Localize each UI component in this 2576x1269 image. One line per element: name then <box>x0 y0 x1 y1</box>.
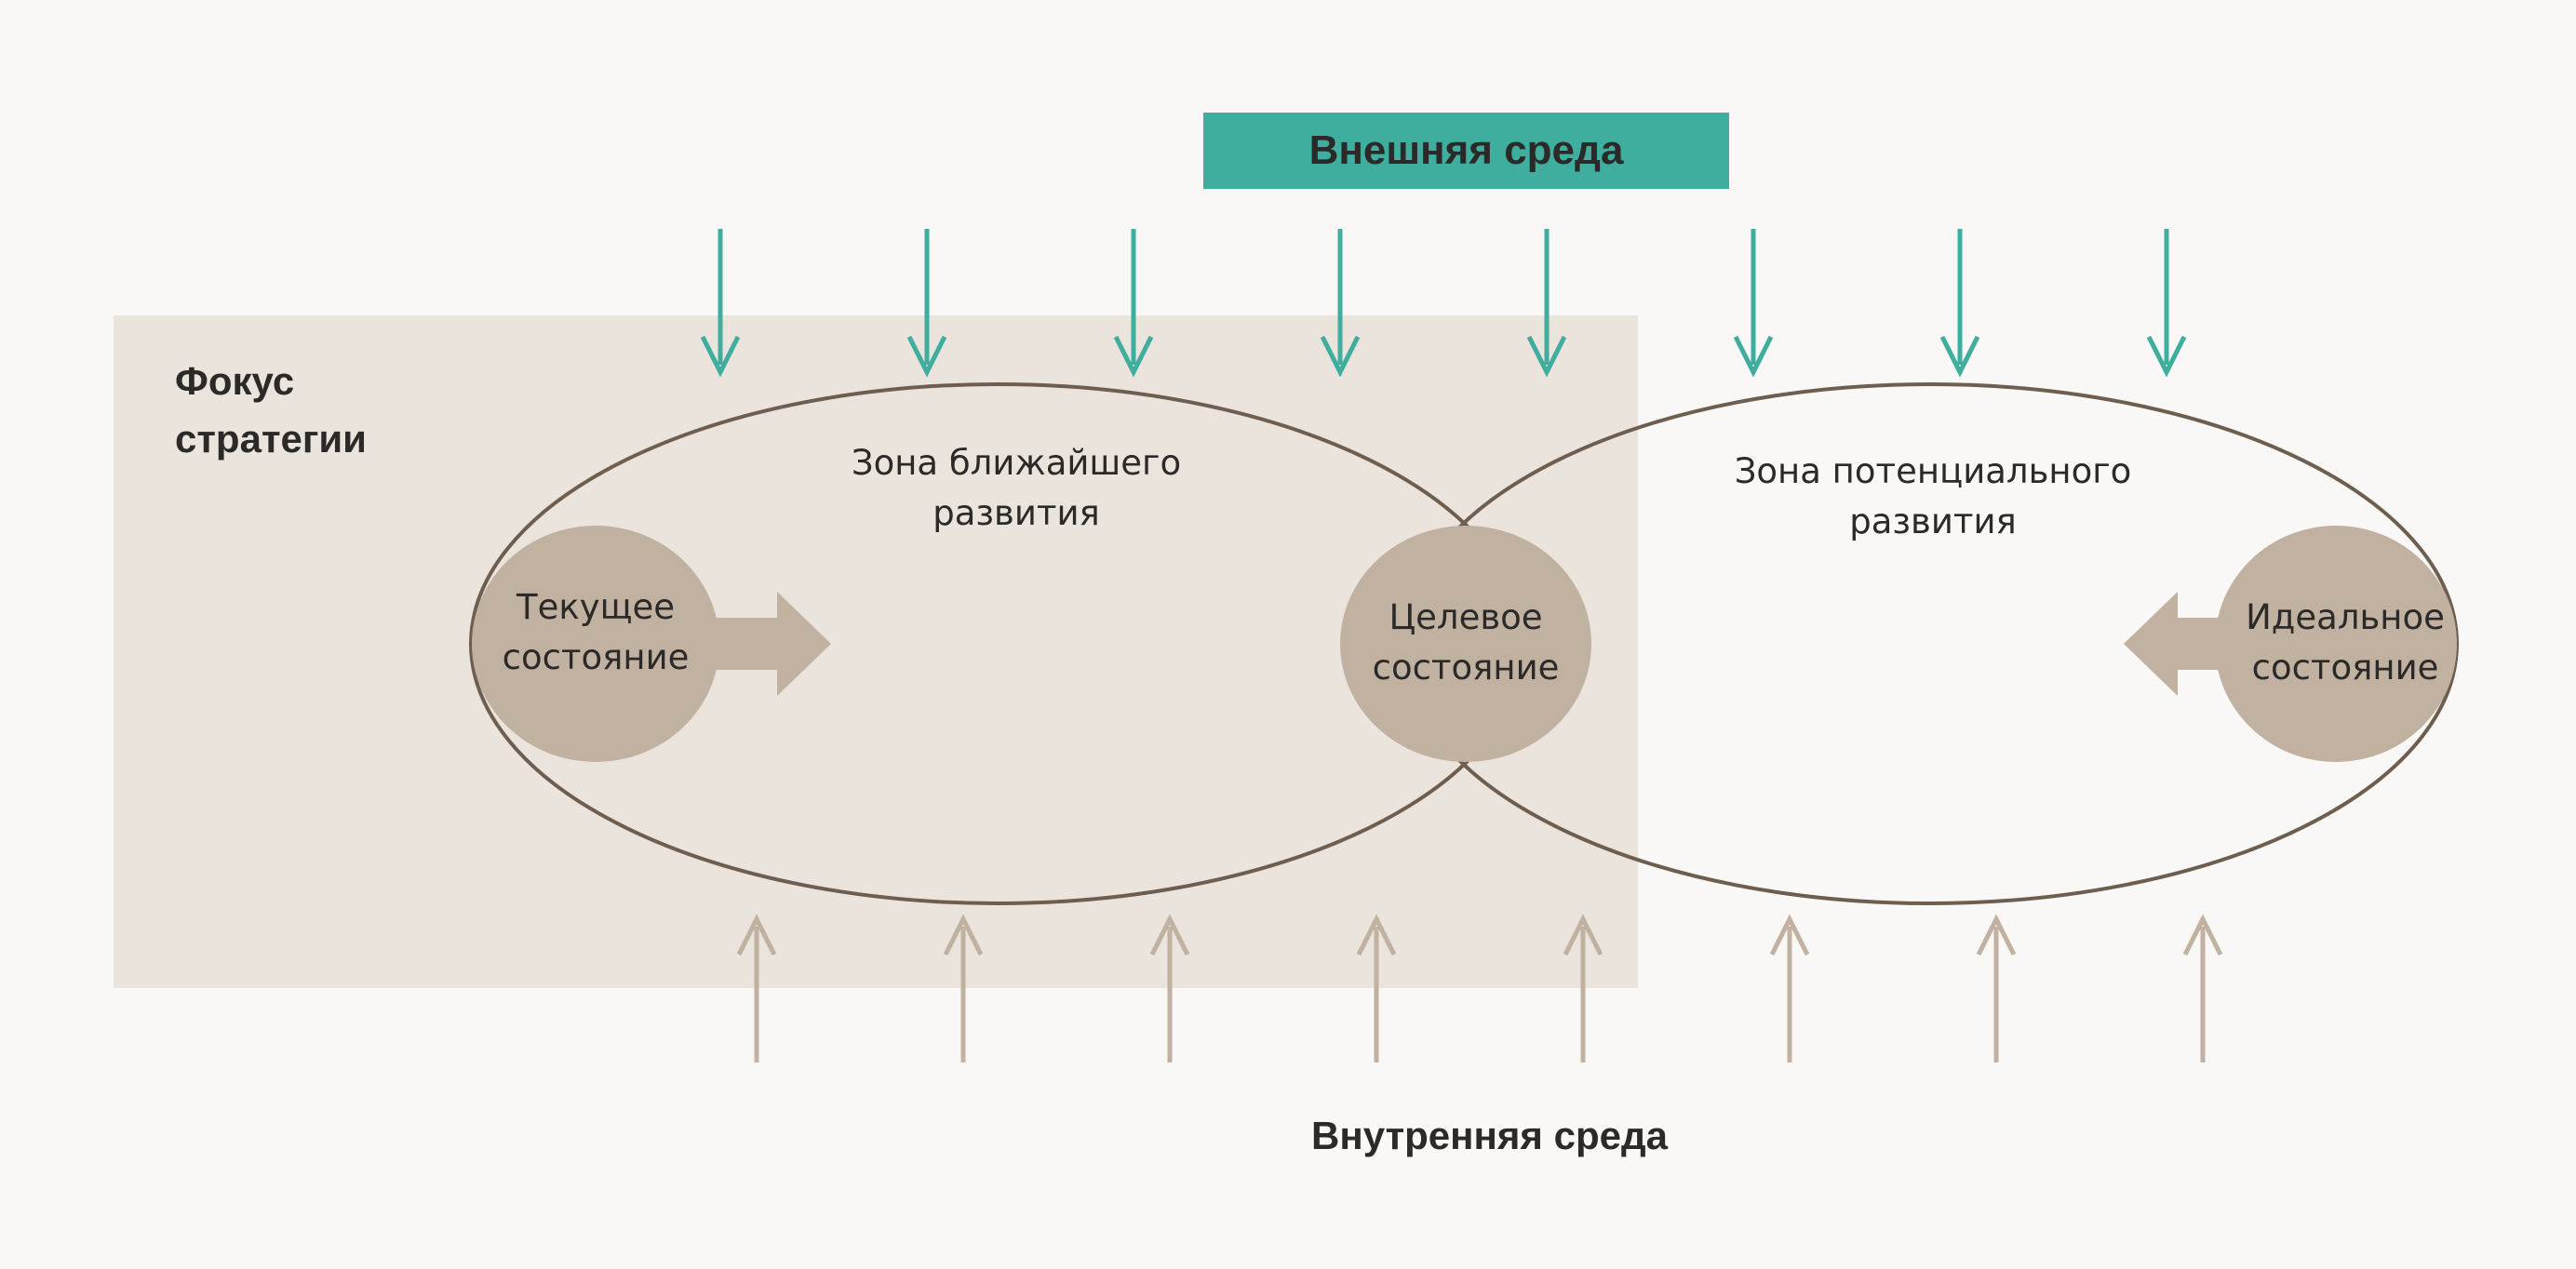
arrow-up-icon <box>1356 914 1397 1062</box>
current-state-label: Текущее состояние <box>502 587 690 677</box>
arrow-right-icon <box>717 592 831 696</box>
target-state-label: Целевое состояние <box>1372 597 1560 688</box>
arrow-up-icon <box>1149 914 1190 1062</box>
ideal-state-circle <box>2215 526 2457 762</box>
arrow-down-icon <box>700 229 741 378</box>
arrow-down-icon <box>1320 229 1361 378</box>
arrow-up-icon <box>736 914 777 1062</box>
arrow-up-icon <box>1976 914 2017 1062</box>
arrow-up-icon <box>2182 914 2223 1062</box>
arrow-up-icon <box>943 914 984 1062</box>
arrow-down-icon <box>2146 229 2187 378</box>
arrow-down-icon <box>1526 229 1567 378</box>
arrow-down-icon <box>1733 229 1774 378</box>
current-state-circle <box>472 526 719 762</box>
arrow-down-icon <box>1939 229 1980 378</box>
strategy-focus-label: Фокус стратегии <box>175 359 368 461</box>
arrow-up-icon <box>1769 914 1810 1062</box>
arrow-left-icon <box>2124 592 2220 696</box>
external-environment-box: Внешняя среда <box>1203 113 1729 189</box>
near-zone-label: Зона ближайшего развития <box>851 443 1182 533</box>
internal-environment-label: Внутренняя среда <box>1311 1114 1668 1157</box>
arrow-down-icon <box>1113 229 1154 378</box>
arrow-up-icon <box>1563 914 1603 1062</box>
internal-arrows-group <box>736 914 2223 1062</box>
potential-zone-label: Зона потенциального развития <box>1734 451 2132 541</box>
external-arrows-group <box>700 229 2187 378</box>
external-environment-label: Внешняя среда <box>1308 127 1624 173</box>
arrow-down-icon <box>906 229 947 378</box>
ideal-state-label: Идеальное состояние <box>2246 597 2445 688</box>
target-state-circle <box>1340 526 1591 762</box>
